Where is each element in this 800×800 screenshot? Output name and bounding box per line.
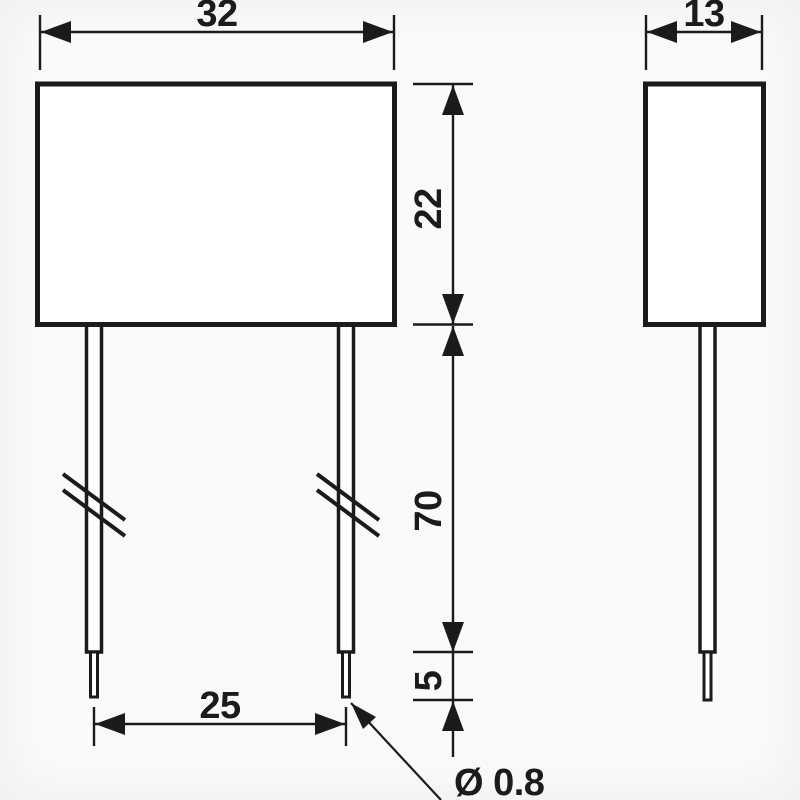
component-body-front	[35, 81, 397, 327]
dim-label-lead-diameter: Ø 0.8	[454, 762, 544, 800]
arrowhead-right-icon	[363, 21, 393, 43]
dim-label-body-width: 32	[196, 0, 237, 35]
dim-label-body-height: 22	[408, 188, 450, 229]
dim-label-lead-tip-length: 5	[408, 670, 450, 691]
side-view	[643, 81, 766, 702]
arrowhead-up-icon	[442, 85, 464, 115]
front-left-lead-tip	[89, 650, 99, 699]
dim-label-lead-spacing: 25	[199, 685, 241, 727]
arrowhead-right-icon	[731, 21, 761, 43]
left-lead-break-mark	[61, 472, 127, 522]
dim-label-body-depth: 13	[683, 0, 724, 35]
right-lead-break-mark	[315, 488, 381, 538]
arrowhead-left-icon	[95, 713, 125, 735]
side-lead-tube	[698, 322, 717, 654]
left-lead-break-mark	[61, 488, 127, 538]
front-view	[35, 81, 397, 699]
side-lead-tip	[702, 650, 713, 702]
component-body-side	[643, 81, 766, 327]
arrowhead-down-icon	[442, 622, 464, 652]
front-right-lead-tip	[341, 650, 351, 699]
dim-label-lead-length: 70	[408, 490, 450, 531]
dimension-lead-spacing: 25	[92, 685, 348, 746]
dimension-body-height: 22	[408, 82, 473, 326]
dimension-body-width: 32	[38, 0, 396, 70]
right-lead-break-mark	[315, 472, 381, 522]
arrowhead-right-icon	[315, 713, 345, 735]
dimension-lead-tip-length: 5	[408, 652, 473, 757]
dimension-body-depth: 13	[644, 0, 764, 70]
front-right-lead-tube	[336, 322, 356, 654]
arrowhead-left-icon	[647, 21, 677, 43]
arrowhead-left-icon	[41, 21, 71, 43]
dimension-lead-length: 70	[408, 326, 473, 654]
leader-arrowhead-icon	[351, 703, 376, 729]
front-left-lead-tube	[84, 322, 104, 654]
arrowhead-down-icon	[442, 294, 464, 324]
leader-lead-diameter: Ø 0.8	[350, 702, 545, 800]
arrowhead-up-icon	[442, 326, 464, 356]
arrowhead-up-icon	[442, 701, 464, 731]
